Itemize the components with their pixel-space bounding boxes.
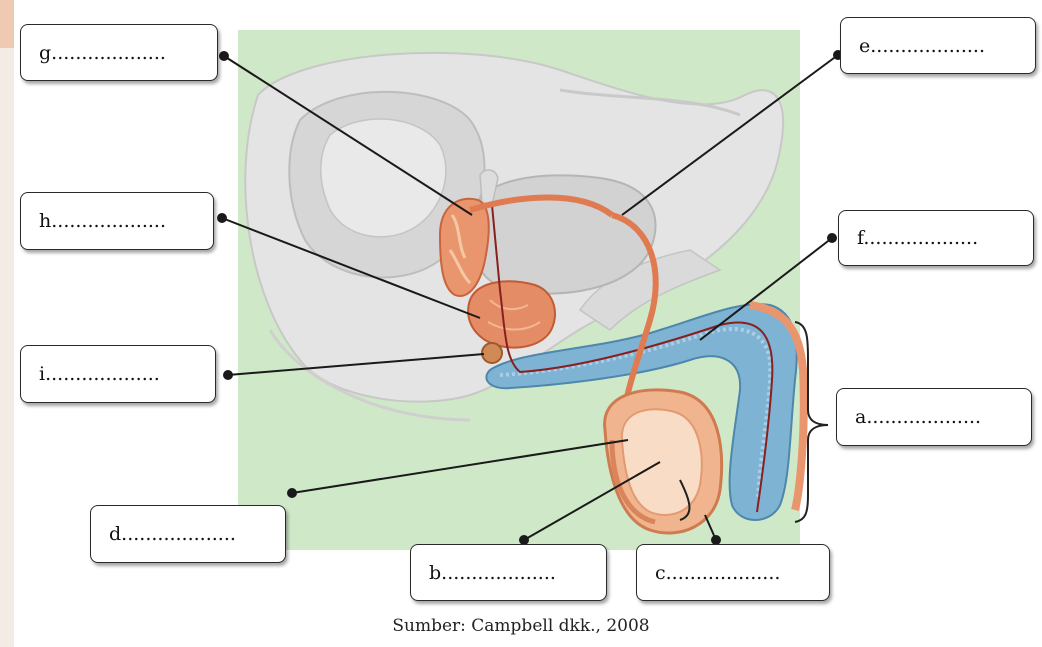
- leader-dot-c: [712, 536, 720, 544]
- label-box-f[interactable]: f...................: [838, 210, 1034, 266]
- label-box-e[interactable]: e...................: [840, 17, 1036, 74]
- label-box-a[interactable]: a...................: [836, 388, 1032, 446]
- prostate-gland: [468, 281, 555, 347]
- label-f-text: f...................: [857, 227, 978, 249]
- label-box-d[interactable]: d...................: [90, 505, 286, 563]
- leader-dot-b: [520, 536, 528, 544]
- label-c-text: c...................: [655, 562, 780, 584]
- label-box-b[interactable]: b...................: [410, 544, 607, 601]
- label-b-text: b...................: [429, 562, 556, 584]
- leader-dot-g: [220, 52, 228, 60]
- label-e-text: e...................: [859, 35, 985, 57]
- label-h-text: h...................: [39, 210, 166, 232]
- scrotum: [605, 390, 722, 533]
- label-box-h[interactable]: h...................: [20, 192, 214, 250]
- label-box-i[interactable]: i...................: [20, 345, 216, 403]
- figure-caption: Sumber: Campbell dkk., 2008: [0, 616, 1042, 636]
- label-g-text: g...................: [39, 42, 166, 64]
- leader-line-d: [292, 440, 628, 493]
- label-box-g[interactable]: g...................: [20, 24, 218, 81]
- bulbourethral-gland: [482, 343, 502, 363]
- label-box-c[interactable]: c...................: [636, 544, 830, 601]
- leader-dot-f: [828, 234, 836, 242]
- label-d-text: d...................: [109, 523, 236, 545]
- leader-dot-h: [218, 214, 226, 222]
- leader-dot-i: [224, 371, 232, 379]
- label-a-text: a...................: [855, 406, 981, 428]
- label-i-text: i...................: [39, 363, 160, 385]
- leader-dot-d: [288, 489, 296, 497]
